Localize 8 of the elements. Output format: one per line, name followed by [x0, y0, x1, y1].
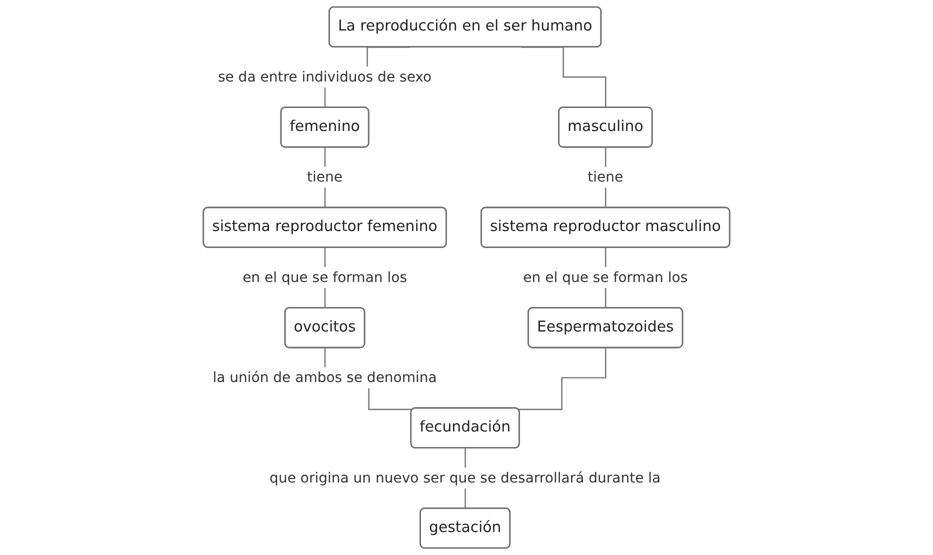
edge-label: en el que se forman los	[242, 268, 407, 286]
edge-label: se da entre individuos de sexo	[218, 68, 432, 85]
edge-label: la unión de ambos se denomina	[212, 368, 437, 386]
edge-label: que origina un nuevo ser que se desarrollará durante la	[270, 469, 661, 486]
edge-label: en el que se forman los	[523, 268, 688, 286]
edge-label: tiene	[588, 168, 624, 186]
connector	[518, 347, 606, 410]
edge-label: tiene	[307, 168, 343, 186]
